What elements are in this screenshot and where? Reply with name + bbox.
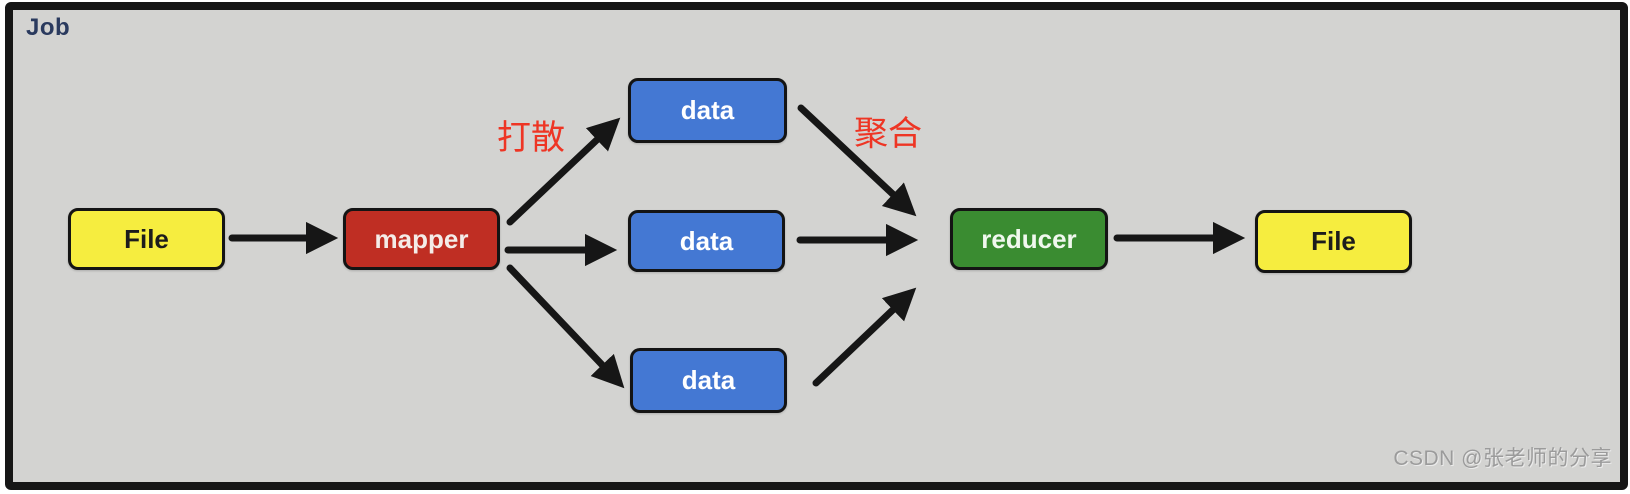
annotation-scatter: 打散 xyxy=(497,119,565,157)
node-file-input-label: File xyxy=(124,223,169,254)
node-file-input: File xyxy=(68,208,225,270)
node-data-2-label: data xyxy=(679,225,734,256)
node-data-3: data xyxy=(630,348,787,413)
node-mapper: mapper xyxy=(343,208,500,270)
node-data-2: data xyxy=(628,210,785,272)
node-data-1: data xyxy=(628,78,787,143)
node-reducer: reducer xyxy=(950,208,1108,270)
node-data-1-label: data xyxy=(680,95,735,125)
node-mapper-label: mapper xyxy=(374,223,469,254)
node-reducer-label: reducer xyxy=(981,223,1077,254)
node-file-output: File xyxy=(1255,210,1412,273)
csdn-watermark: CSDN @张老师的分享 xyxy=(1393,447,1612,470)
node-data-3-label: data xyxy=(681,365,736,395)
node-file-output-label: File xyxy=(1311,226,1356,256)
annotation-aggregate: 聚合 xyxy=(854,115,922,153)
job-title: Job xyxy=(26,14,71,41)
